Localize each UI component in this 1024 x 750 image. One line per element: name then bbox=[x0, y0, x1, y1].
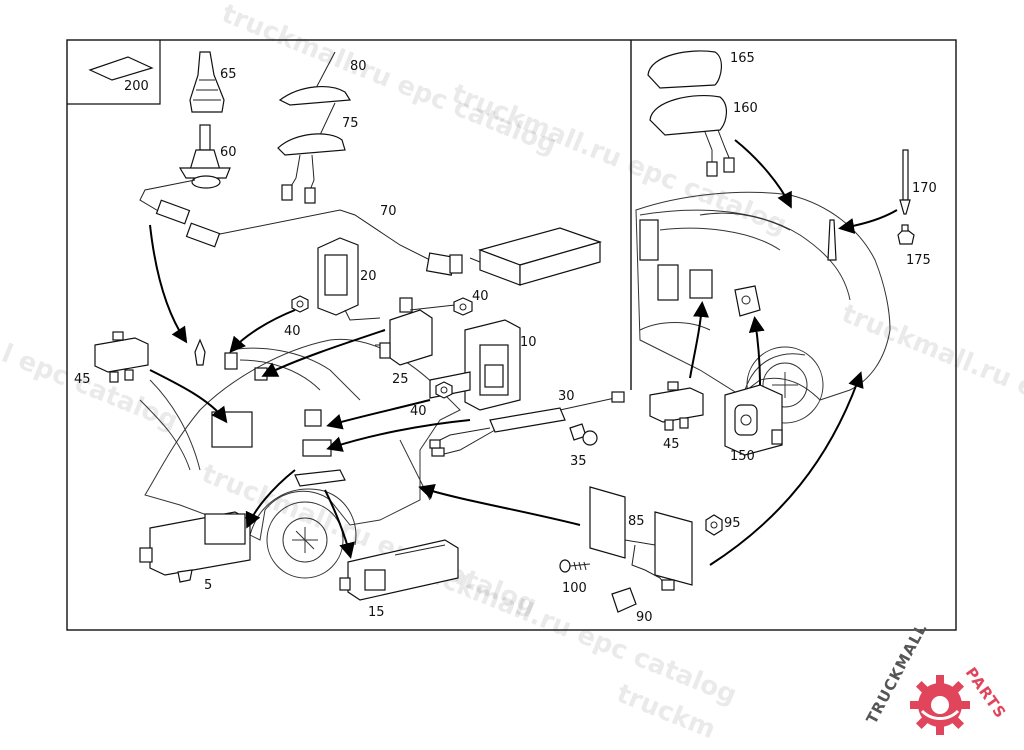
part-25-module bbox=[375, 297, 456, 366]
car-antenna bbox=[827, 219, 837, 261]
part-100-screw bbox=[559, 559, 591, 573]
part-35-clip bbox=[569, 423, 598, 446]
part-45-relay-right bbox=[649, 381, 704, 431]
part-90-connector bbox=[611, 587, 637, 613]
part-label-80: 80 bbox=[350, 59, 367, 74]
part-80-antenna-fin bbox=[278, 51, 352, 106]
part-40-nut bbox=[435, 381, 453, 399]
part-label-170: 170 bbox=[912, 181, 937, 196]
part-label-45: 45 bbox=[74, 372, 91, 387]
part-65-antenna bbox=[189, 51, 225, 113]
diagram-frame bbox=[66, 39, 957, 631]
inset-frame-200 bbox=[67, 40, 161, 105]
part-label-40: 40 bbox=[472, 289, 489, 304]
part-label-100: 100 bbox=[562, 581, 587, 596]
part-150-module bbox=[724, 384, 783, 456]
part-label-200: 200 bbox=[124, 79, 149, 94]
part-200-sheet bbox=[88, 56, 154, 81]
watermark-text: truckmall.ru e bbox=[837, 299, 1024, 404]
trunk-modules bbox=[689, 269, 713, 299]
trunk-box bbox=[639, 219, 659, 261]
part-label-45: 45 bbox=[663, 437, 680, 452]
part-label-30: 30 bbox=[558, 389, 575, 404]
arrows bbox=[149, 139, 898, 566]
part-175-nut bbox=[897, 224, 915, 245]
brand-logo: TRUCKMALL PARTS bbox=[863, 620, 1010, 735]
left-car-body bbox=[139, 338, 461, 579]
part-label-5: 5 bbox=[204, 578, 212, 593]
part-label-85: 85 bbox=[628, 514, 645, 529]
trunk-bracket bbox=[734, 285, 761, 317]
part-label-40: 40 bbox=[284, 324, 301, 339]
part-30-cable bbox=[429, 391, 625, 457]
part-label-15: 15 bbox=[368, 605, 385, 620]
part-170-antenna-mast bbox=[899, 149, 911, 215]
watermark-text: truckmall.ru epc catalog bbox=[217, 0, 560, 161]
part-70-cable bbox=[139, 179, 463, 276]
part-60-antenna-base bbox=[178, 124, 231, 189]
part-label-20: 20 bbox=[360, 269, 377, 284]
part-label-95: 95 bbox=[724, 516, 741, 531]
gear-icon bbox=[910, 675, 970, 735]
part-95-nut bbox=[705, 514, 723, 536]
part-label-90: 90 bbox=[636, 610, 653, 625]
part-label-35: 35 bbox=[570, 454, 587, 469]
part-40-nut bbox=[291, 295, 309, 313]
part-5-module bbox=[139, 511, 251, 583]
part-label-25: 25 bbox=[392, 372, 409, 387]
part-label-65: 65 bbox=[220, 67, 237, 82]
part-85-bracket bbox=[589, 486, 693, 591]
part-label-160: 160 bbox=[733, 101, 758, 116]
part-label-165: 165 bbox=[730, 51, 755, 66]
part-label-10: 10 bbox=[520, 335, 537, 350]
part-160-cover bbox=[649, 94, 735, 177]
part-label-60: 60 bbox=[220, 145, 237, 160]
logo-word-b: PARTS bbox=[962, 664, 1010, 722]
part-45-relay-left bbox=[94, 331, 149, 383]
part-label-40: 40 bbox=[410, 404, 427, 419]
part-label-150: 150 bbox=[730, 449, 755, 464]
part-15-module bbox=[339, 539, 459, 601]
part-label-70: 70 bbox=[380, 204, 397, 219]
part-label-75: 75 bbox=[342, 116, 359, 131]
watermark-text: l epc catalog bbox=[0, 339, 182, 437]
part-165-cover bbox=[647, 50, 722, 89]
part-40-nut bbox=[453, 297, 473, 316]
in-car-components bbox=[194, 338, 346, 487]
part-75-antenna-fin bbox=[277, 102, 346, 204]
part-label-175: 175 bbox=[906, 253, 931, 268]
right-car-body bbox=[635, 191, 891, 424]
trunk-box bbox=[657, 264, 679, 301]
part-nav-unit bbox=[469, 227, 602, 286]
part-20-module bbox=[317, 237, 381, 321]
